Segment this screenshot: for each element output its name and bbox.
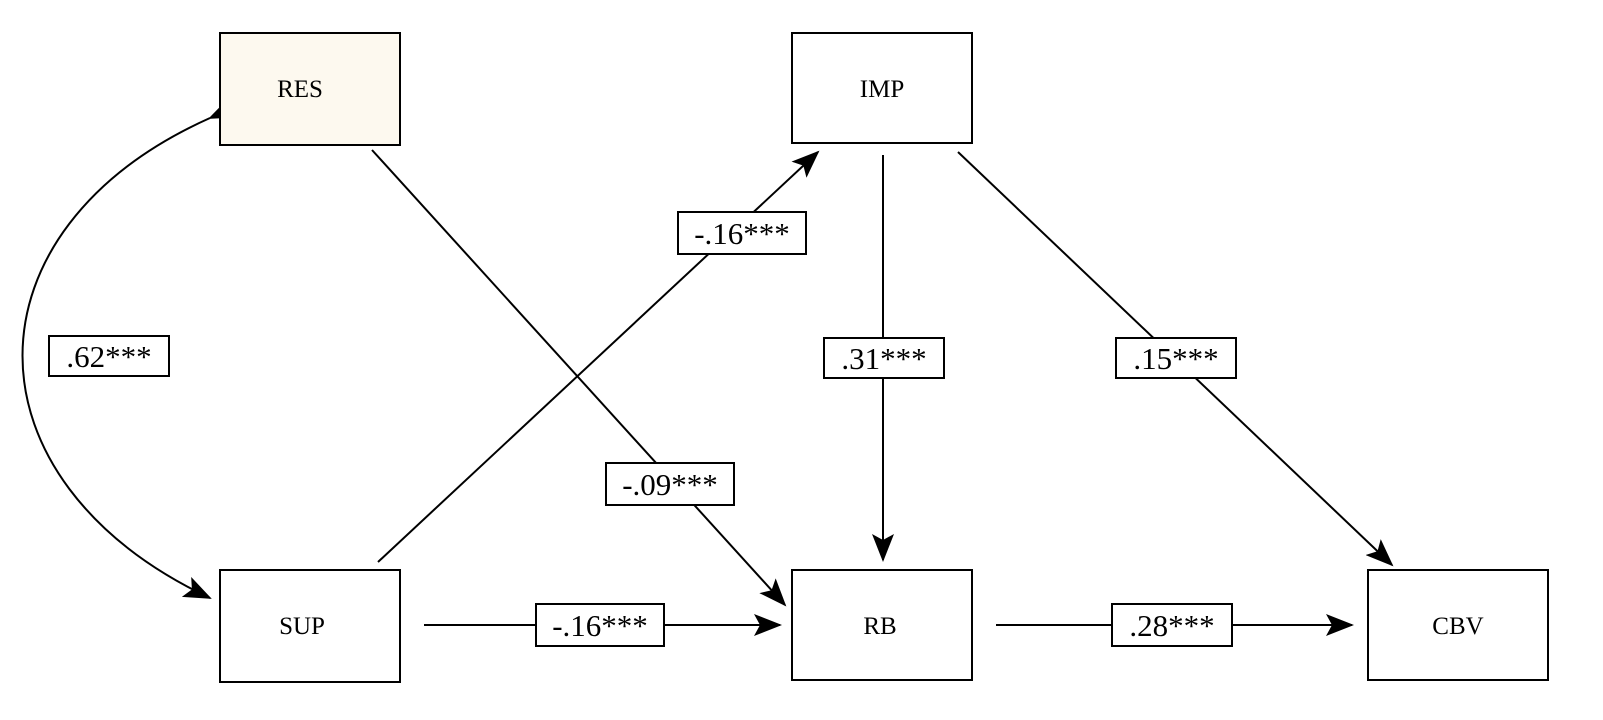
node-imp: IMP (791, 32, 973, 144)
coef-imp-rb: .31*** (823, 337, 945, 379)
coef-rb-cbv: .28*** (1111, 603, 1233, 647)
coef-res-rb: -.09*** (605, 462, 735, 506)
node-sup-label: SUP (279, 613, 325, 640)
coef-sup-rb: -.16*** (535, 603, 665, 647)
coef-rb-cbv-label: .28*** (1129, 608, 1214, 643)
node-cbv: CBV (1367, 569, 1549, 681)
node-imp-label: IMP (860, 76, 904, 103)
path-res-rb (371, 149, 787, 607)
coef-res-sup: .62*** (48, 335, 170, 377)
node-rb: RB (791, 569, 973, 681)
node-rb-label: RB (863, 613, 896, 640)
correlation-res-sup-arc (21, 97, 239, 599)
coef-imp-cbv-label: .15*** (1133, 341, 1218, 376)
coef-imp-rb-label: .31*** (841, 341, 926, 376)
coef-res-sup-label: .62*** (66, 339, 151, 374)
coef-sup-imp-label: -.16*** (694, 216, 790, 251)
node-res: RES (219, 32, 401, 146)
coef-imp-cbv: .15*** (1115, 337, 1237, 379)
coef-sup-imp: -.16*** (677, 211, 807, 255)
node-res-label: RES (277, 76, 323, 103)
node-cbv-label: CBV (1432, 613, 1483, 640)
coef-res-rb-label: -.09*** (622, 467, 718, 502)
node-sup: SUP (219, 569, 401, 683)
coef-sup-rb-label: -.16*** (552, 608, 648, 643)
